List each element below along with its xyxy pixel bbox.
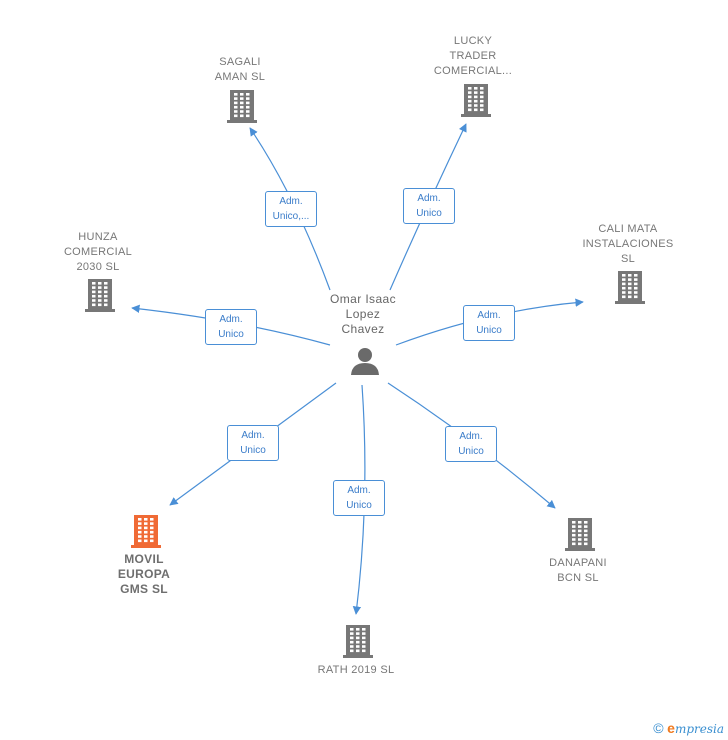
building-icon[interactable] [615,271,645,304]
person-name-line: Chavez [341,322,385,336]
relation-label-lucky[interactable]: Adm. Unico [403,188,455,224]
relation-label-line: Unico [346,500,372,511]
company-label-line: HUNZA [78,231,118,243]
relation-label-danapani[interactable]: Adm. Unico [445,426,497,462]
company-label-line: DANAPANI [549,557,607,569]
brand-name: mpresia [674,722,724,736]
relation-label-line: Unico,... [272,211,310,222]
building-icon[interactable] [227,90,257,123]
company-label-line: SL [620,253,636,265]
company-label-line: RATH 2019 SL [317,664,395,676]
company-label-line: CALI MATA [598,223,658,235]
building-icon[interactable] [343,625,373,658]
relation-label-line: Adm. [417,193,441,204]
company-label-line: EUROPA [117,567,171,581]
company-label-line: TRADER [449,50,497,62]
relation-label-hunza[interactable]: Adm. Unico [205,309,257,345]
building-icon[interactable] [461,84,491,117]
relation-label-calimata[interactable]: Adm. Unico [463,305,515,341]
company-label-line: AMAN SL [214,71,266,83]
building-icon[interactable] [85,279,115,312]
relation-label-line: Adm. [219,314,243,325]
building-icon[interactable] [131,515,161,548]
company-label-danapani[interactable]: DANAPANI BCN SL [508,556,648,586]
company-label-sagali[interactable]: SAGALI AMAN SL [170,55,310,85]
relation-label-line: Unico [218,329,244,340]
company-label-hunza[interactable]: HUNZA COMERCIAL 2030 SL [28,230,168,275]
company-label-line: LUCKY [453,35,493,47]
footer-brand: © empresia [653,720,724,736]
relation-label-sagali[interactable]: Adm. Unico,... [265,191,317,227]
company-label-line: INSTALACIONES [582,238,674,250]
company-label-line: SAGALI [219,56,261,68]
person-icon[interactable] [351,348,379,375]
relation-label-line: Unico [476,325,502,336]
company-label-calimata[interactable]: CALI MATA INSTALACIONES SL [558,222,698,267]
relation-label-line: Adm. [347,485,371,496]
company-label-line: BCN SL [557,572,599,584]
relation-label-line: Unico [458,446,484,457]
person-name-line: Lopez [345,307,381,321]
relation-label-line: Unico [416,208,442,219]
relation-label-line: Adm. [459,431,483,442]
company-label-line: GMS SL [120,582,168,596]
person-name-line: Omar Isaac [329,292,396,306]
building-icon[interactable] [565,518,595,551]
company-label-line: 2030 SL [76,261,120,273]
copyright-icon: © [653,720,664,736]
company-label-line: MOVIL [124,552,164,566]
relation-label-rath[interactable]: Adm. Unico [333,480,385,516]
relation-label-line: Adm. [477,310,501,321]
company-label-lucky[interactable]: LUCKY TRADER COMERCIAL... [403,34,543,79]
relation-label-movil[interactable]: Adm. Unico [227,425,279,461]
relation-label-line: Adm. [279,196,303,207]
relation-label-line: Adm. [241,430,265,441]
company-label-rath[interactable]: RATH 2019 SL [286,663,426,678]
brand-logo-initial: e [667,720,675,736]
company-label-line: COMERCIAL... [433,65,513,77]
relation-label-line: Unico [240,445,266,456]
company-label-line: COMERCIAL [63,246,133,258]
